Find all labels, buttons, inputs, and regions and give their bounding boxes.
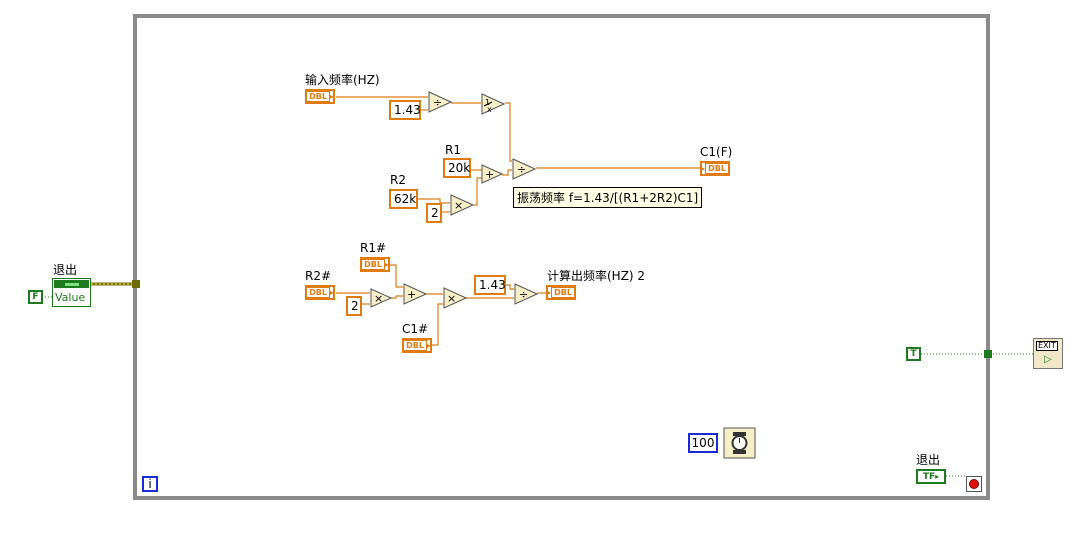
svg-text:÷: ÷ [519, 288, 528, 301]
label-r2: R2 [390, 173, 406, 187]
label-c1-hash: C1# [402, 322, 429, 336]
reciprocal-node[interactable]: 1x [481, 93, 505, 115]
calc-freq-indicator[interactable]: ▸DBL [546, 285, 576, 300]
exit-button-terminal[interactable]: TF▸ [916, 469, 946, 484]
label-calc-freq: 计算出频率(HZ) 2 [547, 269, 646, 283]
stop-condition-terminal[interactable] [966, 476, 982, 492]
add-node-2[interactable]: + [403, 283, 427, 305]
c1f-indicator[interactable]: ▸DBL [700, 161, 730, 176]
constant-100[interactable]: 100 [688, 433, 718, 453]
false-constant[interactable]: F [28, 290, 43, 304]
label-input-freq: 输入频率(HZ) [305, 73, 380, 87]
label-r1-hash: R1# [360, 241, 387, 255]
exit-node[interactable]: EXIT ▷ [1033, 338, 1063, 369]
label-exit-right: 退出 [916, 453, 941, 467]
multiply-node-2[interactable]: × [370, 288, 392, 308]
svg-text:+: + [485, 168, 494, 181]
constant-1-43-a[interactable]: 1.43 [389, 100, 421, 120]
value-label: Value [55, 291, 86, 304]
wait-ms-node[interactable] [723, 427, 756, 459]
divide-node-3[interactable]: ÷ [514, 283, 538, 305]
svg-text:×: × [374, 292, 383, 305]
r2-hash-control[interactable]: DBL▸ [305, 285, 335, 300]
svg-text:×: × [447, 292, 456, 305]
unbundle-node[interactable]: Value [52, 278, 91, 307]
multiply-node-3[interactable]: × [443, 287, 467, 309]
constant-20k[interactable]: 20k [443, 158, 471, 178]
r1-hash-control[interactable]: DBL▸ [360, 257, 390, 272]
label-c1f: C1(F) [700, 145, 733, 159]
constant-2-a[interactable]: 2 [426, 203, 442, 223]
divide-node-1[interactable]: ÷ [428, 91, 452, 113]
svg-text:x: x [487, 105, 492, 114]
c1-hash-control[interactable]: DBL▸ [402, 338, 432, 353]
svg-text:÷: ÷ [433, 96, 442, 109]
exit-icon: EXIT [1036, 341, 1058, 351]
while-loop-frame [133, 14, 990, 500]
label-r2-hash: R2# [305, 269, 332, 283]
constant-1-43-b[interactable]: 1.43 [474, 275, 506, 295]
svg-text:×: × [454, 199, 463, 212]
constant-62k[interactable]: 62k [389, 189, 418, 209]
label-r1: R1 [445, 143, 461, 157]
svg-text:÷: ÷ [517, 163, 526, 176]
add-node-1[interactable]: + [481, 164, 503, 184]
svg-text:+: + [407, 288, 416, 301]
constant-2-b[interactable]: 2 [346, 296, 362, 316]
bool-bar-icon [54, 280, 89, 288]
svg-text:1: 1 [485, 98, 490, 107]
input-freq-control[interactable]: DBL▸ [305, 89, 335, 104]
multiply-node-1[interactable]: × [450, 194, 474, 216]
true-constant[interactable]: T [906, 347, 921, 361]
label-exit-left: 退出 [53, 263, 78, 277]
play-icon: ▷ [1044, 354, 1052, 365]
stop-icon [969, 479, 979, 489]
formula-comment: 振荡频率 f=1.43/[(R1+2R2)C1] [513, 187, 703, 208]
divide-node-2[interactable]: ÷ [512, 158, 536, 180]
iteration-terminal: i [142, 476, 158, 492]
